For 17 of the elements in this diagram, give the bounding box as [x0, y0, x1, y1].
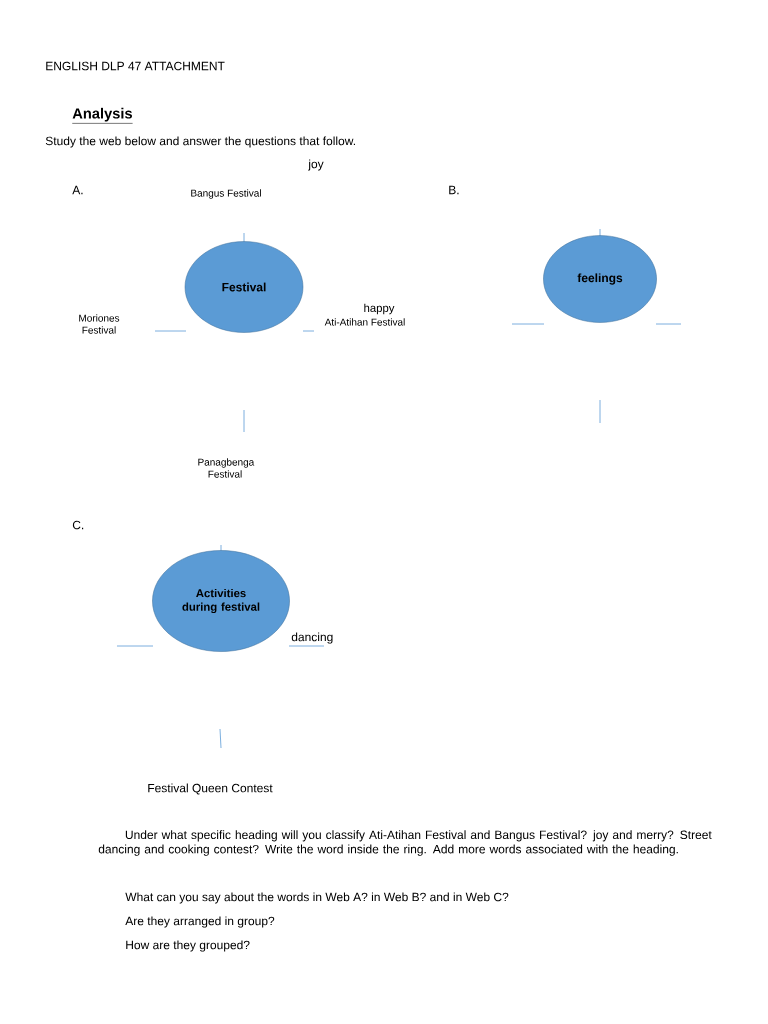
- web-word: joy: [308, 159, 324, 171]
- web-word: Moriones Festival: [79, 314, 120, 334]
- web-letter: B.: [449, 185, 459, 195]
- web-letter: C.: [72, 520, 84, 530]
- question-text: What can you say about the words in Web A? in Web B? and in Web C?: [125, 892, 509, 904]
- web-word: Panagbenga Festival: [198, 458, 255, 478]
- section-heading: Analysis: [72, 107, 133, 124]
- web-word: Bangus Festival: [191, 189, 261, 199]
- web-word: Festival Queen Contest: [148, 783, 273, 795]
- question-text: Are they arranged in group?: [125, 916, 275, 928]
- header-text: ENGLISH DLP 47 ATTACHMENT: [46, 61, 225, 71]
- question-text: How are they grouped?: [126, 940, 250, 952]
- instruction-text: Study the web below and answer the questions that follow.: [45, 136, 355, 148]
- web-letter: A.: [72, 185, 83, 195]
- web-word: Ati-Atihan Festival: [324, 318, 405, 326]
- web-word: happy: [364, 303, 395, 315]
- question-text: Under what specific heading will you classify Ati-Atihan Festival and Bangus Festival? joy and merry? Street dancing and cooking contest? Write the word inside the ring. Add more words associated with the heading.: [98, 830, 712, 856]
